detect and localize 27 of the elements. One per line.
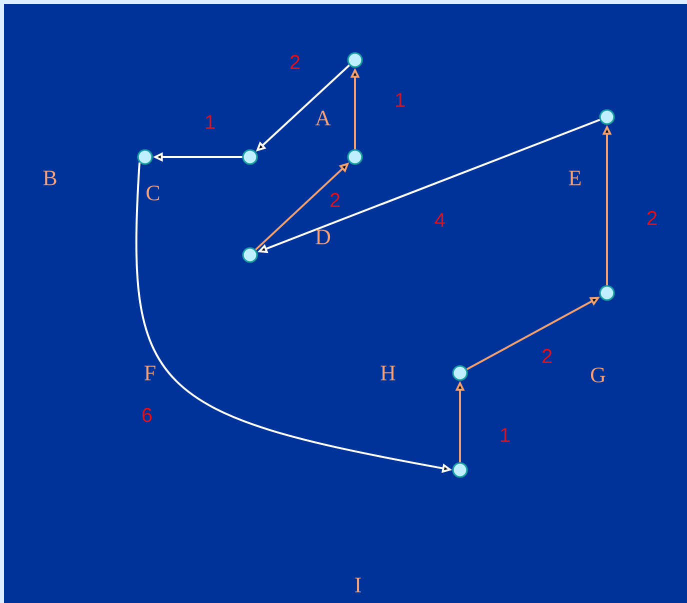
point-dot (452, 462, 468, 478)
point-dot (599, 285, 615, 301)
point-letter: I (355, 578, 361, 592)
point-dot (599, 109, 615, 125)
point-letter: C (146, 186, 160, 200)
point-dot (137, 149, 153, 165)
point-letter: D (316, 230, 330, 244)
point-letter: H (380, 366, 396, 380)
point-letter: E (568, 170, 581, 186)
edge-label: 6 (142, 408, 152, 422)
edge-label: 1 (500, 428, 510, 442)
edge-label: 2 (542, 349, 552, 363)
edge-label: 2 (290, 55, 300, 69)
edge-label: 1 (206, 115, 215, 129)
point-dot (347, 149, 363, 165)
point-dot (347, 52, 363, 68)
edge-label: 2 (330, 193, 340, 207)
point-dot (242, 149, 258, 165)
point-dot (452, 365, 468, 381)
point-letter: F (144, 366, 156, 380)
edge-label: 2 (647, 211, 657, 225)
point-letter: G (590, 368, 606, 382)
point-letter: A (315, 110, 331, 126)
edge-label: 4 (434, 213, 445, 227)
edge-label: 1 (396, 93, 405, 107)
point-dot (242, 247, 258, 263)
point-letter: B (43, 170, 56, 186)
